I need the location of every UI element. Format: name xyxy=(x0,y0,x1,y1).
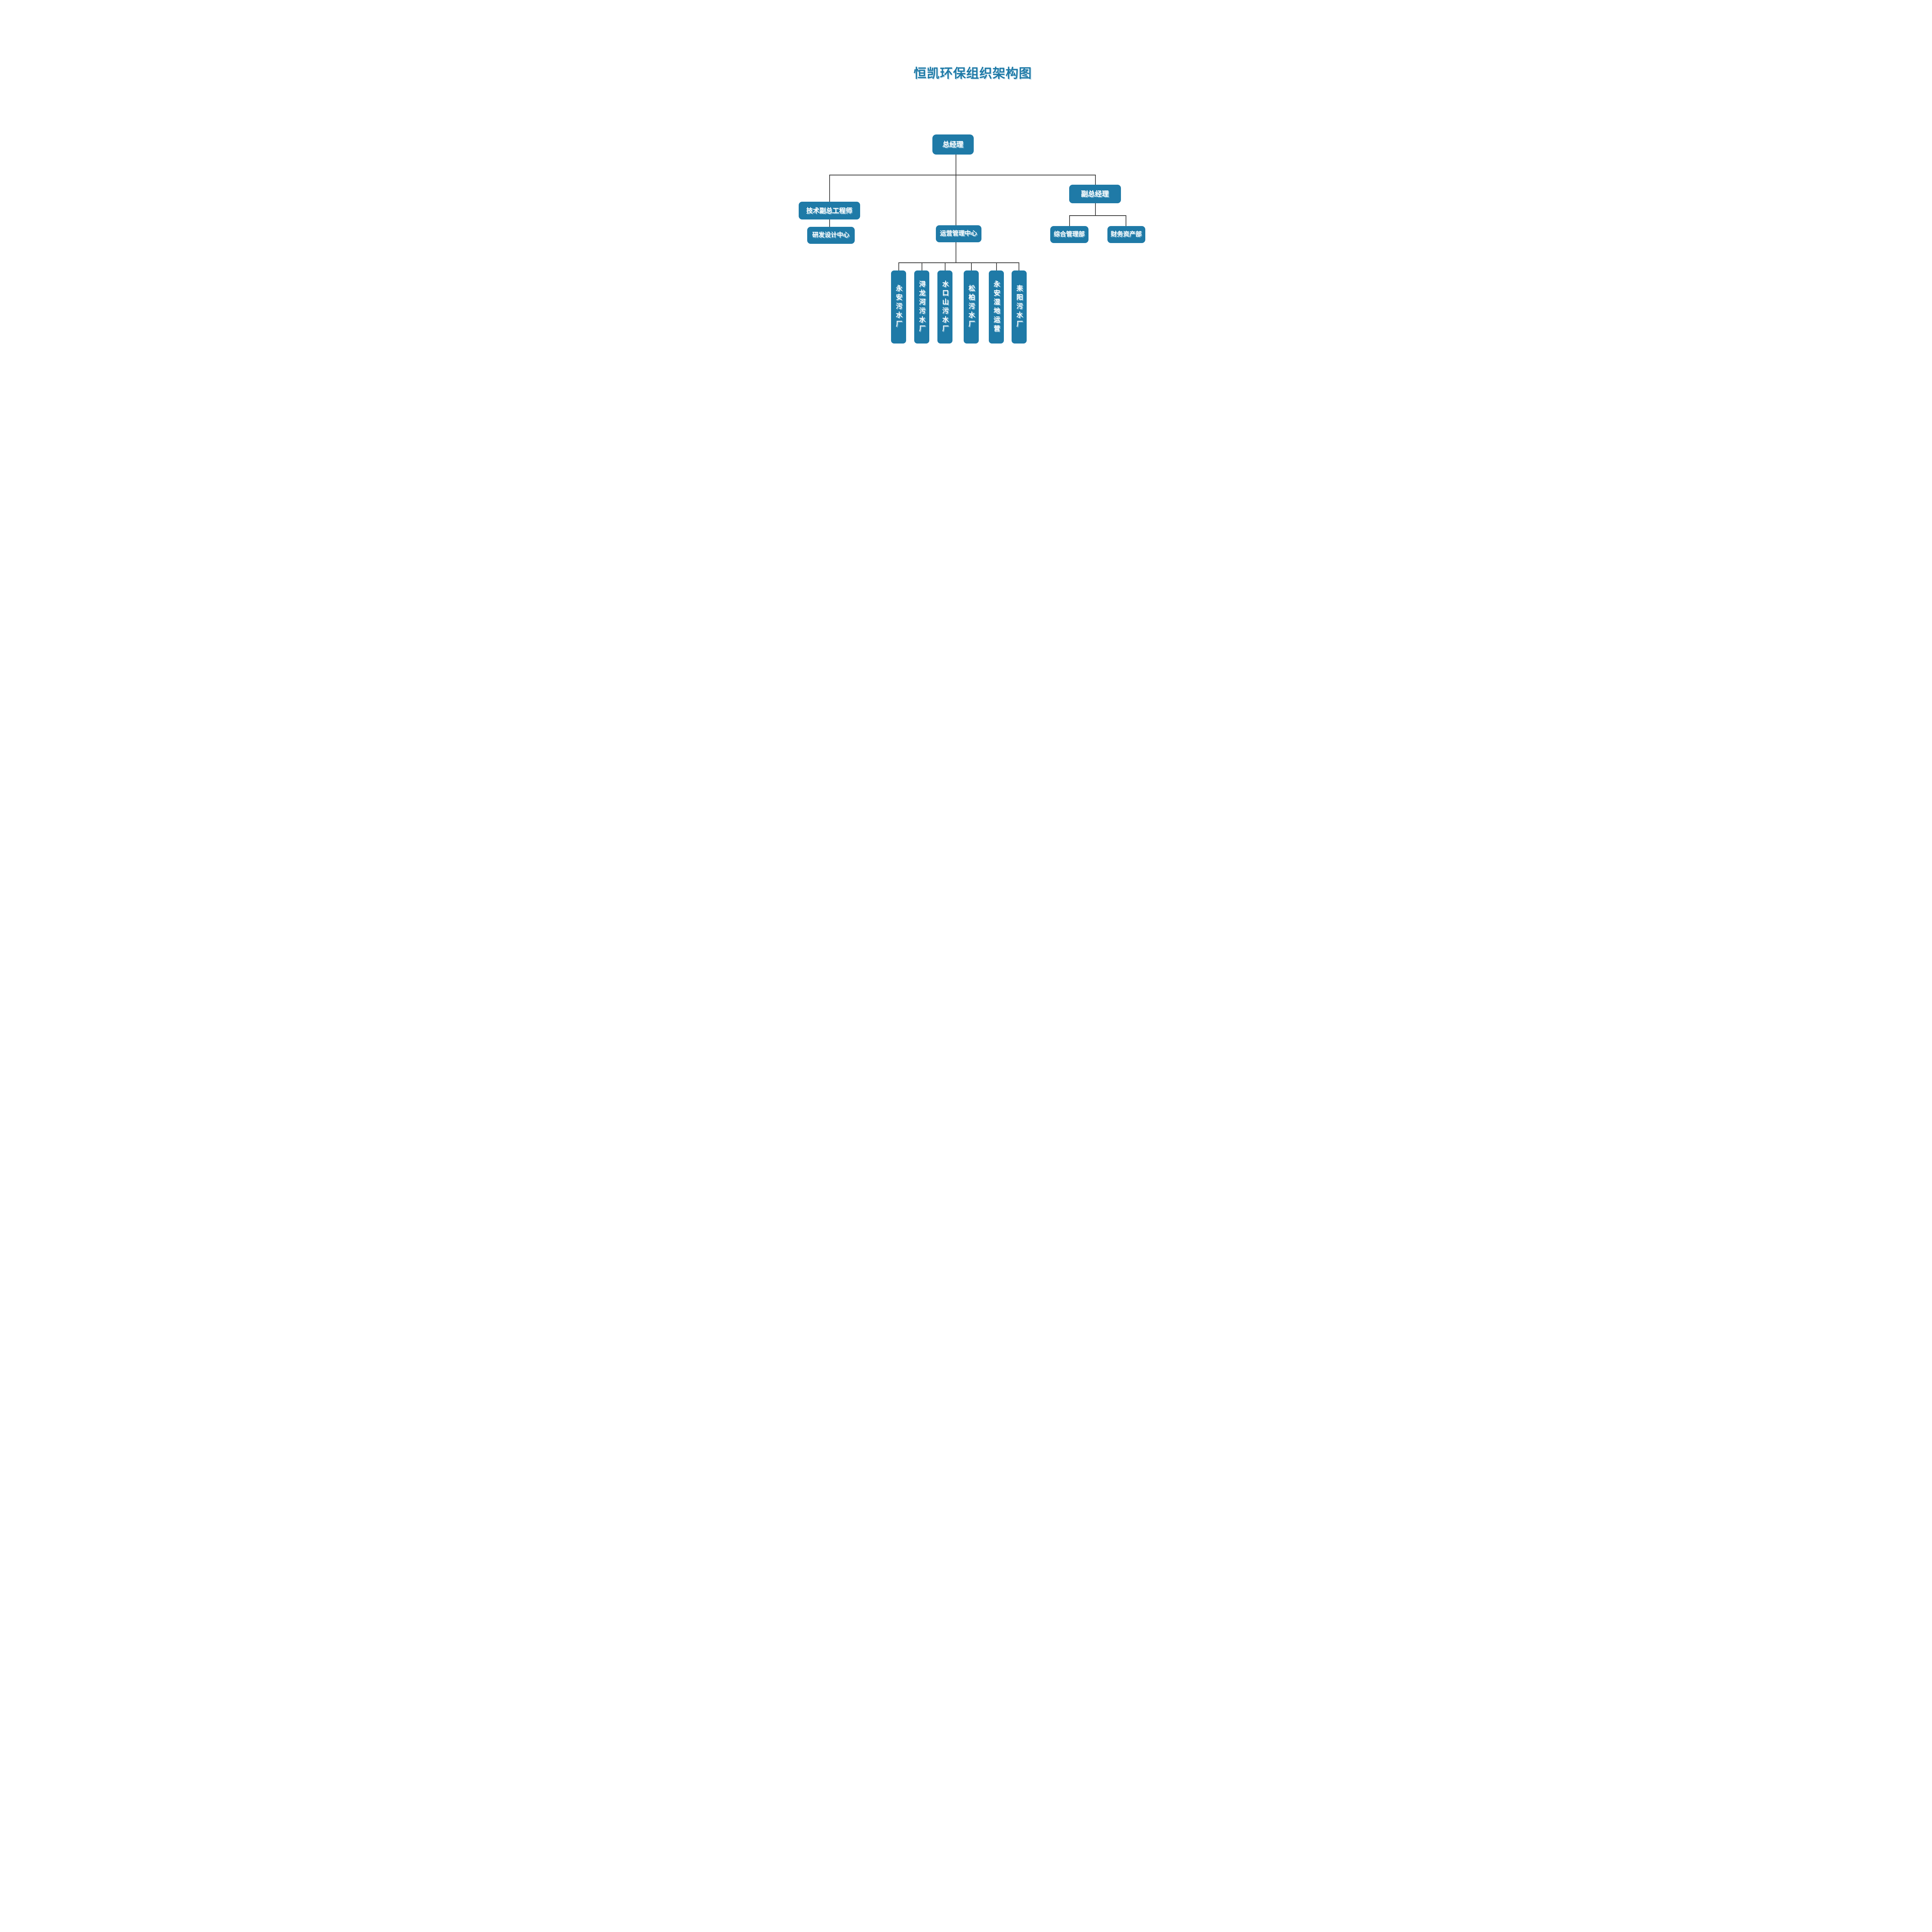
connector-opsbus-to-plant-1 xyxy=(898,263,899,270)
node-label: 永安湿地运营 xyxy=(992,280,1000,334)
connector-opsbus-to-plant-5 xyxy=(996,263,997,270)
node-deputy-general-manager: 副总经理 xyxy=(1069,185,1121,203)
node-tech-deputy-chief-engineer: 技术副总工程师 xyxy=(798,202,860,219)
node-label: 综合管理部 xyxy=(1053,231,1085,238)
node-label: 松柏污水厂 xyxy=(967,285,975,329)
node-label: 财务资产部 xyxy=(1111,231,1142,238)
node-label: 运营管理中心 xyxy=(940,230,977,237)
node-label: 浔龙河污水厂 xyxy=(918,280,925,334)
node-plant-yongan-wetland-operations: 永安湿地运营 xyxy=(988,270,1004,344)
connector-ops-bus xyxy=(898,262,1019,263)
node-general-manager: 总经理 xyxy=(932,134,974,155)
node-label: 研发设计中心 xyxy=(812,232,849,238)
node-label: 副总经理 xyxy=(1081,190,1109,198)
node-plant-leiyang-sewage-plant: 耒阳污水厂 xyxy=(1011,270,1027,344)
connector-vp-bus xyxy=(1069,215,1126,216)
connector-bus-to-vp xyxy=(1095,175,1096,185)
node-label: 永安污水厂 xyxy=(895,285,902,329)
node-label: 水口山污水厂 xyxy=(941,280,949,334)
connector-tech-to-rnd xyxy=(829,219,830,227)
node-plant-songbai-sewage-plant: 松柏污水厂 xyxy=(963,270,979,344)
node-plant-yongan-sewage-plant: 永安污水厂 xyxy=(891,270,906,344)
connector-vpbus-to-admin xyxy=(1069,216,1070,226)
connector-opsbus-to-plant-4 xyxy=(971,263,972,270)
org-chart: 恒凯环保组织架构图 总经理 技术副总工程师 研发设计中心 运营管理中心 副总经理… xyxy=(667,0,1265,464)
connector-opsbus-to-plant-3 xyxy=(944,263,946,270)
node-label: 总经理 xyxy=(942,141,963,148)
node-admin-management-dept: 综合管理部 xyxy=(1050,226,1088,243)
node-rnd-design-center: 研发设计中心 xyxy=(807,227,855,244)
node-label: 技术副总工程师 xyxy=(806,207,852,214)
chart-title: 恒凯环保组织架构图 xyxy=(913,66,1032,80)
connector-vp-to-bus xyxy=(1095,203,1096,216)
connector-bus-to-tech xyxy=(829,175,830,202)
node-operations-management-center: 运营管理中心 xyxy=(935,225,981,242)
node-plant-xunlong-river-sewage-plant: 浔龙河污水厂 xyxy=(914,270,929,344)
node-label: 耒阳污水厂 xyxy=(1015,285,1023,329)
node-finance-assets-dept: 财务资产部 xyxy=(1107,226,1145,243)
node-plant-shuikoushan-sewage-plant: 水口山污水厂 xyxy=(937,270,952,344)
